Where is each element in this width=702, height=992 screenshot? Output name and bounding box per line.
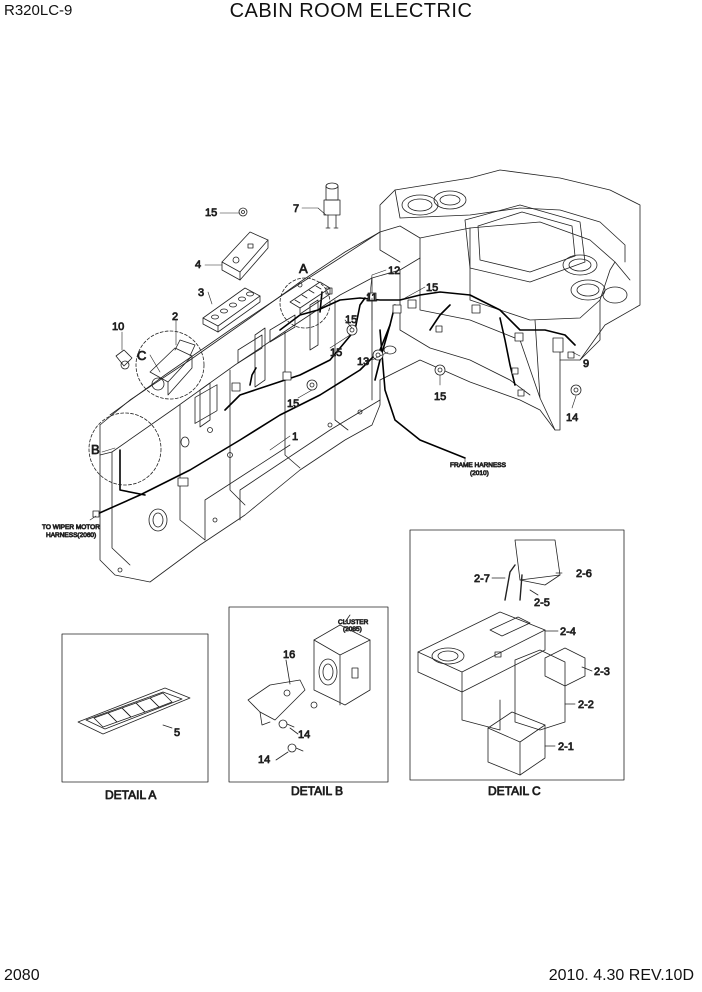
wiper-note-2: HARNESS(2060) bbox=[46, 532, 96, 539]
revision-date: 2010. 4.30 REV.10D bbox=[548, 967, 694, 984]
detail-c-callout-2-3: 2-3 bbox=[594, 666, 610, 678]
callout-15f: 15 bbox=[434, 391, 446, 403]
switch-panel-part-3 bbox=[202, 287, 261, 333]
detail-c-panel: 2-7 2-6 2-5 2-4 2-3 2-2 2-1 bbox=[409, 529, 625, 781]
detail-b-callout-14b: 14 bbox=[258, 754, 270, 766]
detail-c-callout-2-6: 2-6 bbox=[576, 568, 592, 580]
page-number: 2080 bbox=[4, 967, 40, 984]
lighter-part-10 bbox=[115, 349, 133, 370]
page-title: CABIN ROOM ELECTRIC bbox=[229, 0, 473, 22]
detail-c-callout-2-5: 2-5 bbox=[534, 597, 550, 609]
cabin-floor-frame bbox=[99, 169, 641, 583]
callout-4: 4 bbox=[195, 259, 201, 271]
main-harness bbox=[94, 291, 576, 516]
detail-circles bbox=[88, 277, 331, 486]
callout-3: 3 bbox=[198, 287, 204, 299]
detail-b-callout-16: 16 bbox=[283, 649, 295, 661]
switch-block-a bbox=[289, 281, 331, 315]
detail-c-callout-2-4: 2-4 bbox=[560, 626, 576, 638]
frame-harness-note-2: (2010) bbox=[470, 470, 489, 477]
detail-b-panel: 16 14 14 CLUSTER (2085) bbox=[228, 606, 389, 783]
callout-15e: 15 bbox=[287, 398, 299, 410]
detail-a-caption: DETAIL A bbox=[105, 788, 156, 802]
detail-b-callout-14a: 14 bbox=[298, 729, 310, 741]
socket-bracket-part-2 bbox=[149, 339, 196, 396]
cluster-note-1: CLUSTER bbox=[338, 619, 369, 626]
detail-a-callout-5: 5 bbox=[174, 727, 180, 739]
frame-harness-note-1: FRAME HARNESS bbox=[450, 462, 507, 469]
callout-2: 2 bbox=[172, 311, 178, 323]
switch-part-7 bbox=[323, 182, 341, 229]
main-callouts: 1 2 3 4 7 9 10 11 12 13 14 15 15 15 15 1… bbox=[42, 203, 590, 540]
callout-1: 1 bbox=[292, 431, 298, 443]
callout-14: 14 bbox=[566, 412, 578, 424]
switch-panel-part-4 bbox=[221, 231, 269, 281]
callout-7: 7 bbox=[293, 203, 299, 215]
wiper-note-1: TO WIPER MOTOR bbox=[42, 524, 100, 531]
callout-9: 9 bbox=[583, 358, 589, 370]
callout-15b: 15 bbox=[426, 282, 438, 294]
detail-c-callout-2-7: 2-7 bbox=[474, 573, 490, 585]
detail-marker-c: C bbox=[137, 348, 146, 363]
callout-15c: 15 bbox=[345, 314, 357, 326]
model-code: R320LC-9 bbox=[4, 2, 73, 19]
detail-c-callout-2-2: 2-2 bbox=[578, 699, 594, 711]
leader-lines bbox=[89, 207, 581, 521]
callout-15d: 15 bbox=[330, 347, 342, 359]
detail-marker-a: A bbox=[299, 261, 308, 276]
callout-11: 11 bbox=[366, 292, 377, 304]
detail-b-caption: DETAIL B bbox=[291, 784, 343, 798]
callout-15a: 15 bbox=[205, 207, 217, 219]
detail-c-callout-2-1: 2-1 bbox=[558, 741, 574, 753]
callout-13: 13 bbox=[357, 356, 369, 368]
detail-marker-b: B bbox=[91, 442, 100, 457]
detail-c-caption: DETAIL C bbox=[488, 784, 541, 798]
detail-a-panel: 5 bbox=[61, 633, 209, 783]
callout-12: 12 bbox=[388, 265, 400, 277]
callout-10: 10 bbox=[112, 321, 124, 333]
cluster-note-2: (2085) bbox=[343, 626, 362, 633]
